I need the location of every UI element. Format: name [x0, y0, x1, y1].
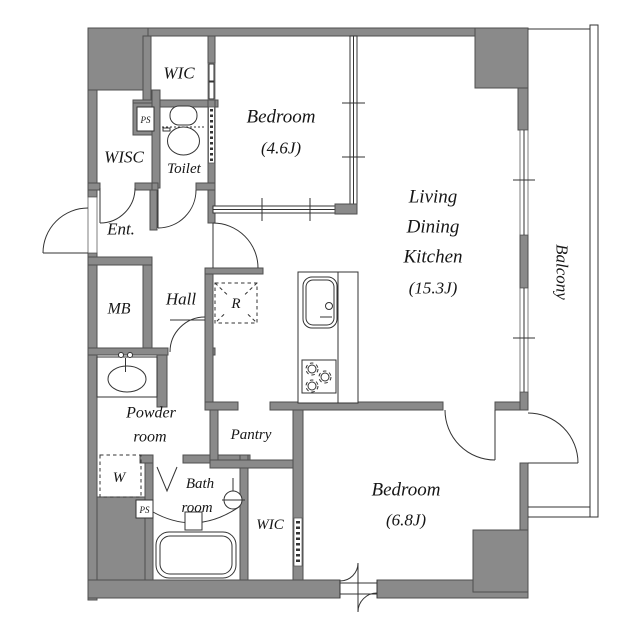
bathroom-label-1: Bath	[186, 476, 214, 492]
wic-bottom-sliding-door	[293, 517, 303, 567]
ps-top-label: PS	[140, 115, 151, 125]
hall-label: Hall	[165, 290, 197, 309]
entrance-door	[42, 207, 89, 254]
wic-top-door	[207, 62, 216, 101]
bedroom-large-area: (6.8J)	[386, 511, 426, 530]
bathroom-label-2: room	[181, 500, 212, 516]
wic-bottom-label: WIC	[256, 517, 284, 533]
balcony-label: Balcony	[553, 244, 572, 300]
duct-hatch	[208, 106, 215, 164]
meter-box-label: MB	[106, 301, 130, 318]
sliding-partition-horizontal	[212, 198, 351, 221]
sliding-partition-vertical	[342, 35, 365, 207]
stove-icon	[301, 359, 337, 394]
bedroom-large-label: Bedroom	[372, 480, 441, 501]
wisc-door	[99, 187, 136, 224]
wic-top-label: WIC	[163, 64, 195, 83]
ps-bottom-label: PS	[139, 505, 150, 515]
bath-fixture-icons	[184, 478, 245, 531]
bedroom-small-area: (4.6J)	[261, 139, 301, 158]
washing-machine-space	[99, 454, 142, 498]
kitchen-sink-icon	[302, 276, 338, 329]
refrigerator-label: R	[230, 296, 240, 312]
ldk-door	[212, 222, 259, 269]
powder-room-label-1: Powder	[125, 405, 177, 422]
room-labels: WIC PS WISC Toilet Bedroom (4.6J) Living…	[104, 64, 571, 534]
toilet-door	[157, 189, 197, 229]
ps-bottom-box	[135, 499, 154, 519]
balcony-window-lower	[513, 287, 535, 393]
kitchen-counter	[297, 271, 359, 404]
bedroom-casement-window	[339, 562, 378, 613]
bathtub-icon	[155, 531, 237, 579]
bedroom-small-label: Bedroom	[247, 107, 316, 128]
balcony-door	[527, 412, 579, 464]
entrance-opening	[87, 196, 98, 254]
ldk-label-kitchen: Kitchen	[402, 247, 462, 268]
bedroom-large-door	[444, 409, 496, 461]
washer-space-label: W	[113, 470, 127, 486]
ps-top-box	[136, 106, 155, 132]
powder-sink-icon	[96, 352, 158, 398]
toilet-icon	[162, 105, 206, 156]
powder-room-door	[169, 316, 206, 353]
entrance-label: Ent.	[106, 220, 135, 239]
pantry-label: Pantry	[230, 427, 272, 443]
powder-room-label-2: room	[133, 429, 166, 446]
ldk-label-dining: Dining	[406, 217, 460, 238]
ldk-area: (15.3J)	[409, 279, 458, 298]
wisc-label: WISC	[104, 148, 144, 167]
toilet-label: Toilet	[167, 161, 201, 177]
ldk-label-living: Living	[408, 187, 458, 208]
refrigerator-space	[214, 282, 258, 324]
partition-junction-wall	[334, 203, 358, 215]
balcony-window-upper	[513, 129, 535, 236]
balcony-outline	[528, 24, 599, 518]
